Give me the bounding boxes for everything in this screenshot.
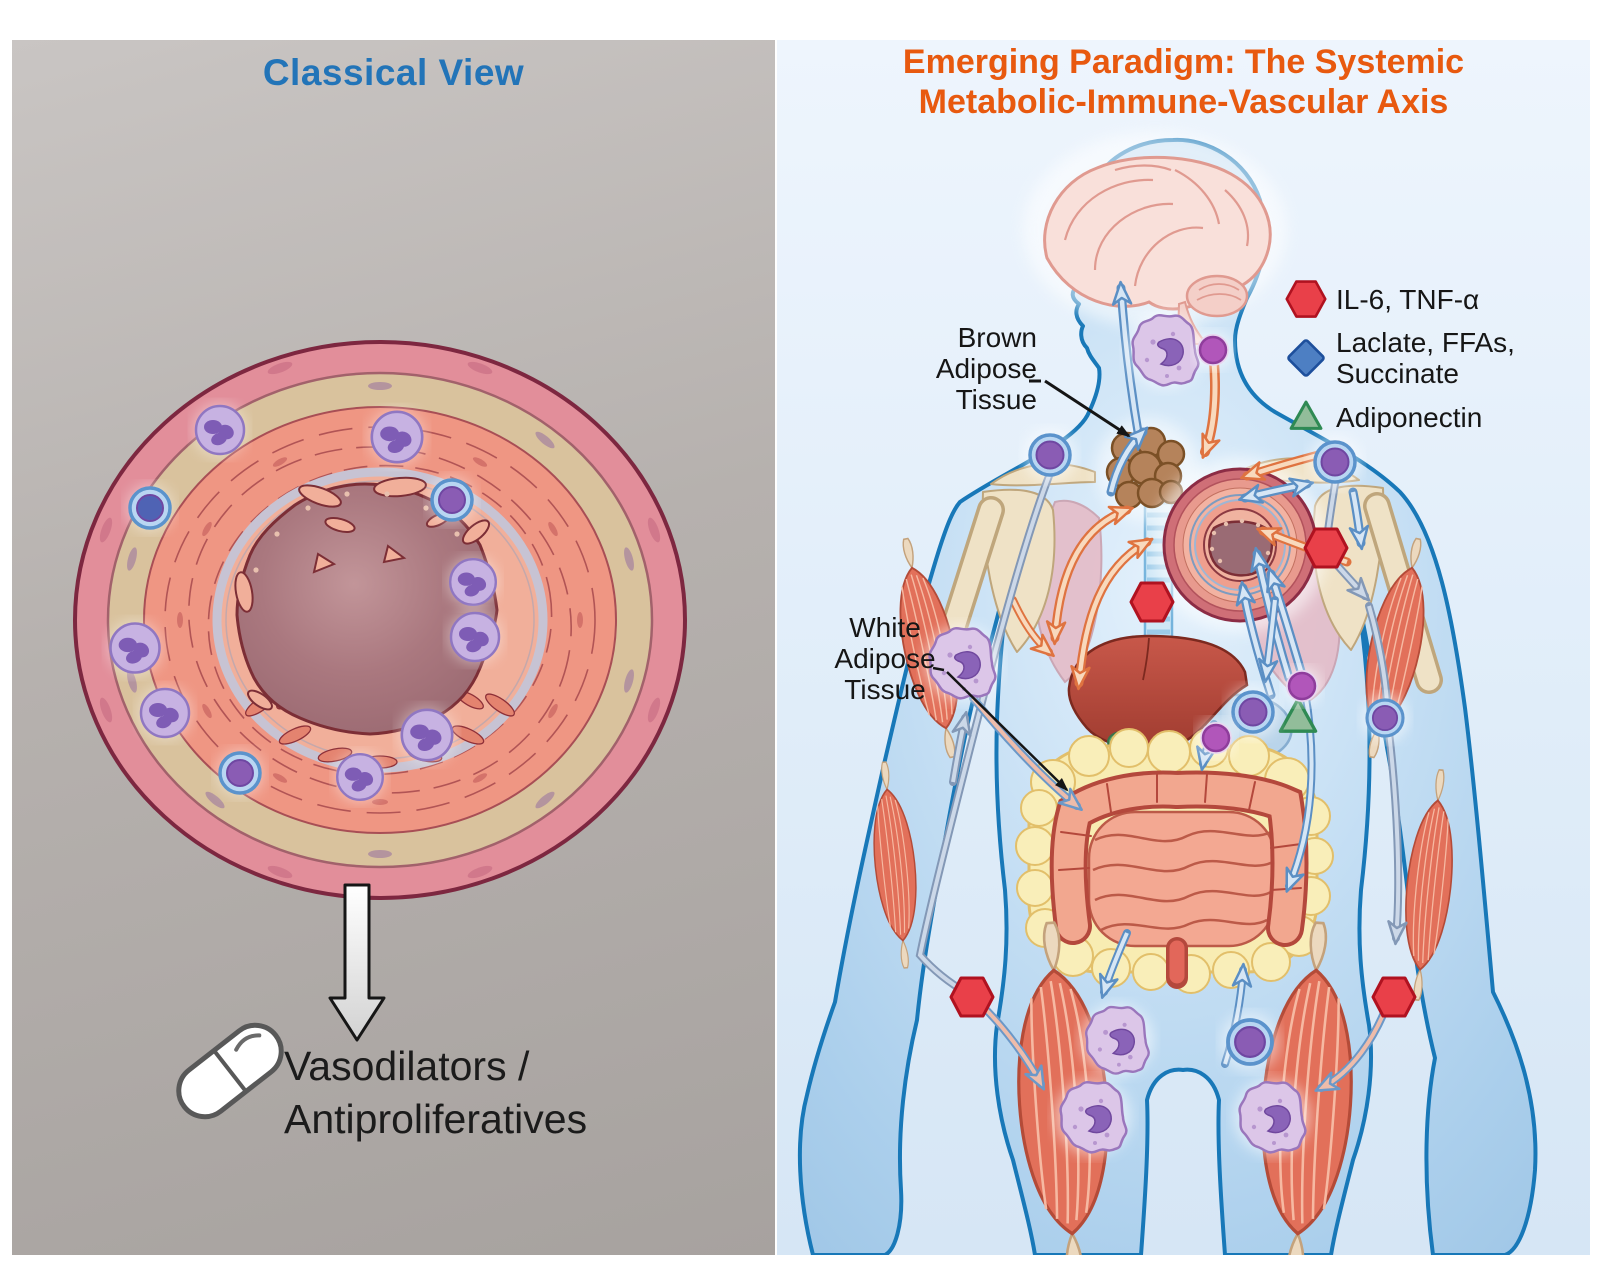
- left-panel-title: Classical View: [262, 52, 525, 93]
- outer-ring-nuclei: [99, 361, 661, 879]
- systemic-axis-body-illustration: [797, 132, 1538, 1255]
- emerging-paradigm-panel: Emerging Paradigm: The Systemic Metaboli…: [777, 40, 1590, 1255]
- treatment-label: Vasodilators / Antiproliferatives: [284, 1040, 587, 1146]
- classical-view-panel: Classical View Vasodilators / Antiprolif…: [12, 40, 775, 1255]
- legend: IL-6, TNF-α Laclate, FFAs, Succinate Adi…: [1285, 278, 1515, 445]
- hexagon-icon: [1285, 280, 1327, 318]
- right-panel-title: Emerging Paradigm: The Systemic Metaboli…: [777, 42, 1590, 122]
- lymphocyte-nucleus: [138, 496, 162, 520]
- triangle-icon: [1289, 400, 1323, 430]
- right-title-line-2: Metabolic-Immune-Vascular Axis: [918, 83, 1449, 121]
- brown-adipose-tissue-label: Brown Adipose Tissue: [935, 322, 1037, 415]
- legend-item-metabolites: Laclate, FFAs, Succinate: [1285, 327, 1515, 389]
- infiltrating-immune-cells: [107, 403, 502, 803]
- brain: [1023, 132, 1287, 345]
- legend-item-cytokines: IL-6, TNF-α: [1285, 278, 1515, 320]
- treatment-line-1: Vasodilators /: [284, 1043, 530, 1089]
- right-title-line-1: Emerging Paradigm: The Systemic: [902, 43, 1465, 81]
- white-adipose-tissue-label: White Adipose Tissue: [834, 612, 936, 705]
- artery-cross-section-illustration: [73, 340, 687, 1120]
- large-intestine: [1049, 770, 1309, 989]
- media-nuclei: [177, 435, 583, 805]
- legend-label: IL-6, TNF-α: [1336, 283, 1480, 315]
- treatment-line-2: Antiproliferatives: [284, 1096, 588, 1142]
- foam-cell-dots: [253, 491, 481, 573]
- label-pointers: [932, 379, 1131, 792]
- cerebellum: [1185, 274, 1249, 318]
- pill-icon: [176, 1022, 284, 1120]
- small-intestine: [1087, 810, 1277, 948]
- diamond-icon: [1287, 339, 1325, 377]
- down-arrow-icon: [328, 883, 386, 1042]
- legend-label: Laclate, FFAs, Succinate: [1336, 327, 1515, 389]
- legend-label: Adiponectin: [1336, 401, 1483, 433]
- legend-item-adiponectin: Adiponectin: [1285, 396, 1515, 438]
